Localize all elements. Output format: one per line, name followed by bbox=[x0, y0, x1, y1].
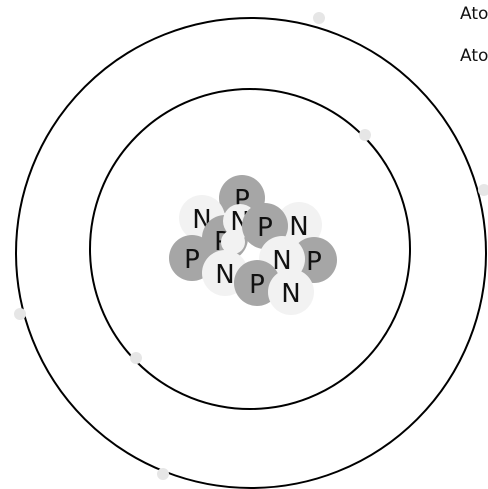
electron[interactable] bbox=[157, 468, 169, 480]
electron[interactable] bbox=[313, 12, 325, 24]
svg-text:P: P bbox=[257, 213, 273, 243]
neutron[interactable] bbox=[221, 230, 245, 254]
svg-text:N: N bbox=[215, 260, 234, 290]
electron[interactable] bbox=[359, 129, 371, 141]
svg-text:N: N bbox=[281, 279, 300, 309]
svg-text:N: N bbox=[289, 212, 308, 242]
svg-text:P: P bbox=[306, 247, 322, 277]
electron[interactable] bbox=[14, 308, 26, 320]
electron[interactable] bbox=[130, 352, 142, 364]
svg-text:P: P bbox=[249, 270, 265, 300]
neutron[interactable]: N bbox=[268, 269, 314, 315]
nucleus: P N N P N P P P N N P N bbox=[169, 175, 337, 315]
svg-text:P: P bbox=[184, 245, 200, 275]
